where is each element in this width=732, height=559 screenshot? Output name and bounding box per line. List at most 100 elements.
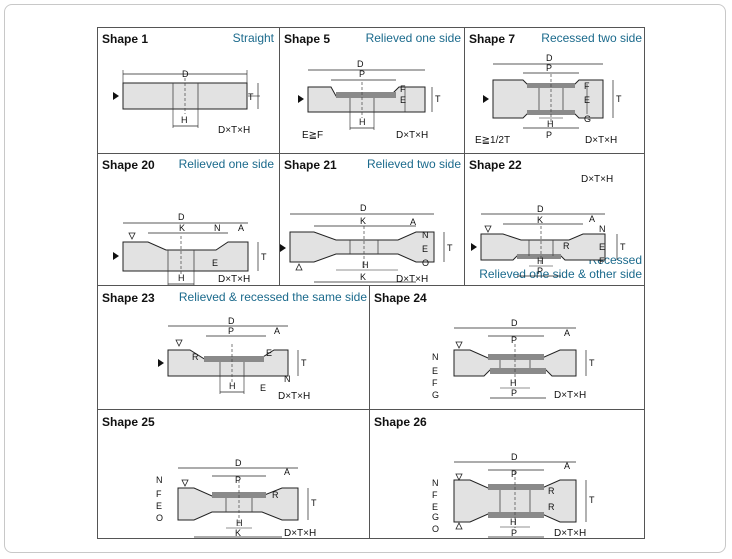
dim-E: E xyxy=(156,501,162,511)
shape-title: Shape 25 xyxy=(102,415,155,429)
shape-title: Shape 5 xyxy=(284,32,331,46)
dim-H: H xyxy=(537,256,544,266)
dim-T: T xyxy=(301,358,307,368)
shape-title: Shape 26 xyxy=(374,415,427,429)
shape-23-cell: Shape 23 Relieved & recessed the same si… xyxy=(98,286,369,409)
dim-P: P xyxy=(511,469,517,479)
size-formula: D×T×H xyxy=(218,274,250,285)
dim-K: K xyxy=(360,272,366,282)
wheel-body xyxy=(122,241,249,272)
size-formula: D×T×H xyxy=(284,528,316,539)
dim-T: T xyxy=(248,92,254,102)
dim-N: N xyxy=(432,478,439,488)
shape-description: Relieved one side xyxy=(365,31,461,45)
dim-P: P xyxy=(546,130,552,140)
dim-T: T xyxy=(589,358,595,368)
dim-N: N xyxy=(284,374,291,384)
dim-P: P xyxy=(511,388,517,398)
dim-E: E xyxy=(599,242,605,252)
dim-A: A xyxy=(564,328,570,338)
dim-T: T xyxy=(616,94,622,104)
shape-24-diagram: D P A N E F G T H P D×T×H xyxy=(432,318,595,401)
dim-E: E xyxy=(260,383,266,393)
dim-N: N xyxy=(432,352,439,362)
dim-P: P xyxy=(359,69,365,79)
shape-24-cell: Shape 24 D P A N E F G T H xyxy=(370,286,644,409)
dim-D: D xyxy=(537,204,544,214)
dim-G: G xyxy=(432,512,439,522)
dim-H: H xyxy=(236,518,243,528)
dim-G: G xyxy=(432,390,439,400)
dim-E: E xyxy=(432,502,438,512)
dim-T: T xyxy=(261,252,267,262)
dim-T: T xyxy=(589,495,595,505)
shape-1-cell: Shape 1 Straight D T H D×T×H xyxy=(98,28,279,153)
dim-H: H xyxy=(510,378,517,388)
dim-P: P xyxy=(235,475,241,485)
dim-A: A xyxy=(564,461,570,471)
dim-F: F xyxy=(432,378,438,388)
dim-D: D xyxy=(511,452,518,462)
shape-7-diagram: D P E F G T P H E≧1/2T D×T×H xyxy=(475,53,622,146)
shape-note: E≧1/2T xyxy=(475,135,510,146)
dim-D: D xyxy=(178,212,185,222)
grid-divider xyxy=(464,28,465,285)
shape-title: Shape 7 xyxy=(469,32,516,46)
shape-title: Shape 22 xyxy=(469,158,522,172)
dim-D: D xyxy=(360,203,367,213)
shape-21-cell: Shape 21 Relieved two side D K A N E O T… xyxy=(280,154,464,285)
dim-A: A xyxy=(589,214,595,224)
dim-G: G xyxy=(584,114,591,124)
dim-E: E xyxy=(400,95,406,105)
dim-P: P xyxy=(511,528,517,538)
size-formula: D×T×H xyxy=(396,130,428,141)
size-formula: D×T×H xyxy=(581,174,613,185)
dim-O: O xyxy=(422,258,429,268)
dim-R: R xyxy=(548,502,555,512)
dim-R: R xyxy=(272,490,279,500)
dim-D: D xyxy=(182,69,189,79)
dim-E: E xyxy=(266,348,272,358)
dim-H: H xyxy=(547,119,554,129)
dim-N: N xyxy=(156,475,163,485)
dim-T: T xyxy=(620,242,626,252)
shape-22-cell: Shape 22 Recessed Relieved one side & ot… xyxy=(465,154,644,285)
dim-R: R xyxy=(563,241,570,251)
dim-O: O xyxy=(432,524,439,534)
size-formula: D×T×H xyxy=(278,391,310,402)
dim-K: K xyxy=(235,528,241,538)
dim-F: F xyxy=(432,490,438,500)
shape-description: Straight xyxy=(232,31,274,45)
dim-F: F xyxy=(156,489,162,499)
dim-E: E xyxy=(584,95,590,105)
dim-N: N xyxy=(422,230,429,240)
dim-O: O xyxy=(156,513,163,523)
size-formula: D×T×H xyxy=(396,274,428,285)
shape-5-diagram: D P E F T H E≧F D×T×H xyxy=(298,59,441,141)
dim-H: H xyxy=(181,115,188,125)
grid-divider xyxy=(98,153,644,154)
dim-E: E xyxy=(422,244,428,254)
dim-H: H xyxy=(510,517,517,527)
shape-description: Relieved one side xyxy=(178,157,274,171)
size-formula: D×T×H xyxy=(554,390,586,401)
shape-25-cell: Shape 25 D P A N F E O R T H xyxy=(98,410,369,539)
dim-F: F xyxy=(400,84,406,94)
shape-20-diagram: D K N A E T H D×T×H xyxy=(113,212,267,285)
wheel-body xyxy=(307,86,426,113)
dim-N: N xyxy=(214,223,221,233)
shape-7-cell: Shape 7 Recessed two side D P E F G T xyxy=(465,28,644,153)
dim-N: N xyxy=(599,224,606,234)
wheel-body xyxy=(480,233,606,261)
dim-K: K xyxy=(537,215,543,225)
dim-D: D xyxy=(511,318,518,328)
shape-1-diagram: D T H D×T×H xyxy=(113,69,260,136)
shape-description: Recessed two side xyxy=(541,31,642,45)
dim-A: A xyxy=(274,326,280,336)
shape-title: Shape 23 xyxy=(102,291,155,305)
dim-D: D xyxy=(546,53,553,63)
dim-H: H xyxy=(229,381,236,391)
shape-description: Relieved & recessed the same side xyxy=(178,290,367,304)
dim-H: H xyxy=(178,273,185,283)
dim-D: D xyxy=(357,59,364,69)
